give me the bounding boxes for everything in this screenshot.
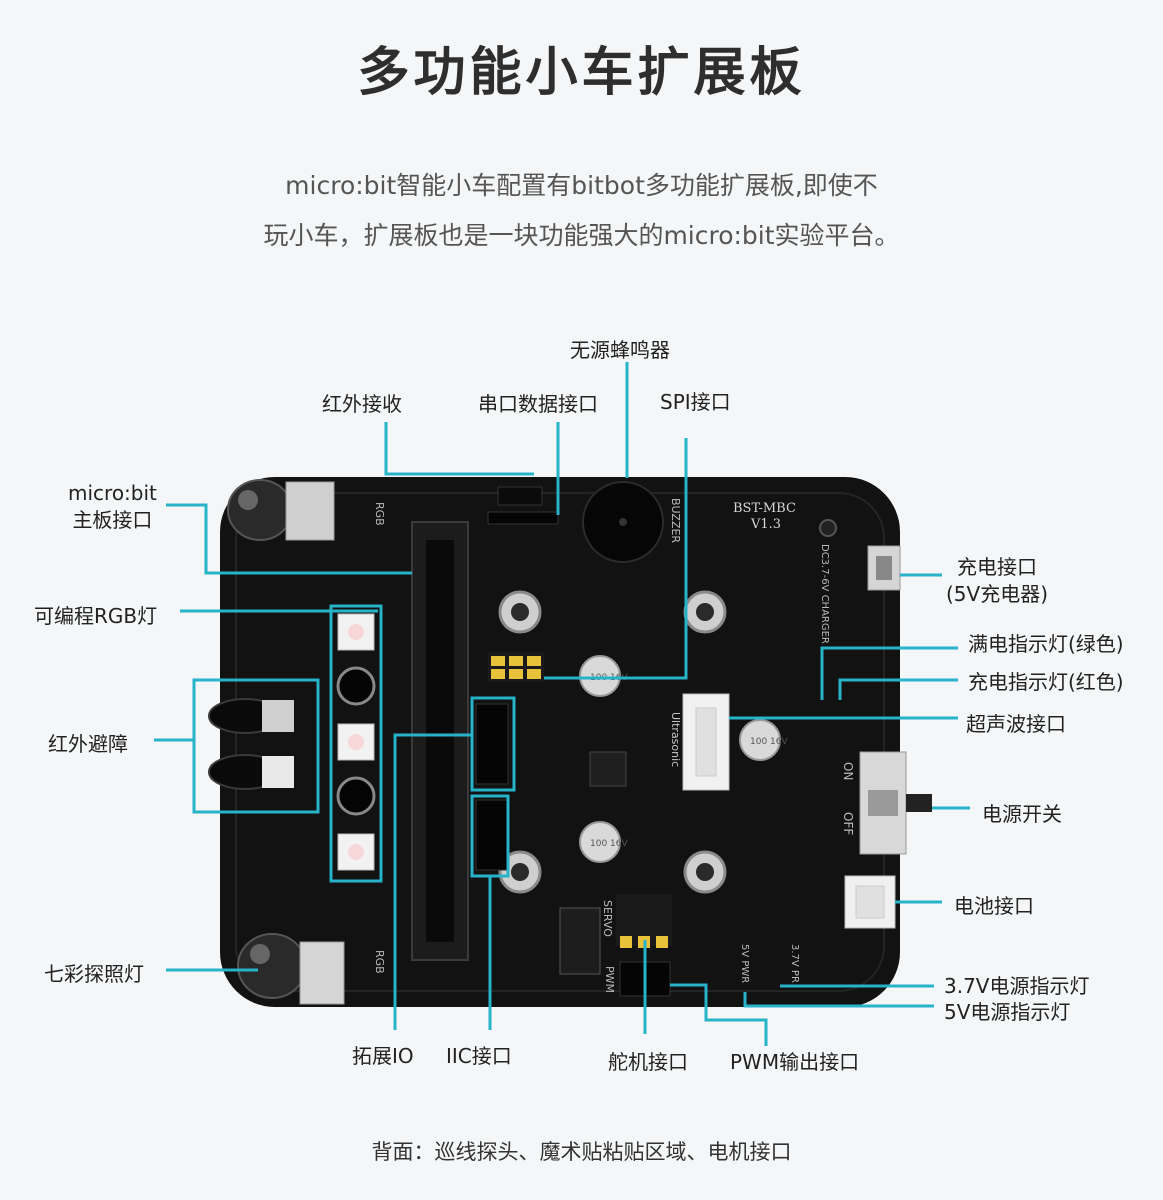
- leader-pwm: [670, 983, 768, 1046]
- label-pwm: PWM输出接口: [730, 1050, 860, 1074]
- silk-pwm: PWM: [603, 966, 616, 993]
- expand-io-highlight-box: [470, 696, 516, 792]
- leader-lines: [154, 362, 970, 1046]
- silk-5v-pwr: 5V PWR: [739, 944, 750, 983]
- label-serial-port: 串口数据接口: [478, 392, 598, 416]
- label-microbit-line2: 主板接口: [72, 508, 153, 532]
- silk-37v-pr: 3.7V PR: [789, 944, 800, 983]
- label-37v-led: 3.7V电源指示灯: [944, 974, 1090, 998]
- label-microbit-line1: micro:bit: [68, 481, 157, 505]
- silk-servo: SERVO: [601, 900, 614, 937]
- silk-off: OFF: [841, 812, 855, 835]
- footer-note: 背面：巡线探头、魔术贴粘贴区域、电机接口: [371, 1140, 792, 1164]
- rgb-headlight-bottom: RGB: [237, 933, 386, 1005]
- serial-header: [487, 486, 559, 525]
- label-servo: 舵机接口: [608, 1050, 688, 1074]
- label-charge-port: 充电接口 (5V充电器): [946, 554, 1048, 608]
- battery-connector: [844, 875, 896, 929]
- label-power-switch: 电源开关: [982, 802, 1062, 826]
- leader-5v-led: [743, 992, 934, 1008]
- pwm-header: PWM: [603, 961, 671, 997]
- label-full-led: 满电指示灯(绿色): [968, 632, 1124, 656]
- rgb-led-column: [336, 613, 376, 871]
- spi-header: [488, 652, 544, 682]
- silk-ultrasonic: Ultrasonic: [669, 712, 682, 767]
- servo-header: SERVO: [601, 894, 672, 948]
- capacitors: 100 16V 100 16V 100 16V: [579, 655, 788, 863]
- label-expand-io: 拓展IO: [352, 1044, 414, 1068]
- intro-line-1: micro:bit智能小车配置有bitbot多功能扩展板,即使不: [285, 171, 878, 200]
- label-battery: 电池接口: [954, 894, 1034, 918]
- leader-expand-io: [393, 733, 472, 1030]
- silk-model: BST-MBC: [733, 501, 796, 516]
- label-headlight: 七彩探照灯: [44, 962, 144, 986]
- silk-buzzer: BUZZER: [669, 498, 682, 543]
- leader-spi: [544, 438, 688, 680]
- label-iic: IIC接口: [446, 1044, 512, 1068]
- label-ir-receiver: 红外接收: [322, 392, 402, 416]
- silk-charger: DC3.7-6V CHARGER: [819, 544, 830, 644]
- label-charge-port-line1: 充电接口: [957, 555, 1037, 579]
- pcb-board: [220, 477, 900, 1007]
- label-ir-avoid: 红外避障: [48, 732, 128, 756]
- mounting-holes: [498, 519, 837, 894]
- leader-ir-receiver: [384, 422, 534, 476]
- buzzer-component: BUZZER: [582, 481, 682, 563]
- ic-chip: [559, 907, 601, 975]
- leader-microbit: [166, 503, 412, 575]
- ir-obstacle-sensors: [208, 698, 294, 790]
- silk-capacitor-2: 100 16V: [590, 839, 628, 849]
- intro-line-2: 玩小车，扩展板也是一块功能强大的micro:bit实验平台。: [263, 221, 900, 250]
- label-microbit-slot: micro:bit 主板接口: [68, 480, 157, 534]
- leader-charge-led: [838, 678, 958, 700]
- label-charge-led: 充电指示灯(红色): [968, 670, 1124, 694]
- label-spi: SPI接口: [660, 390, 731, 414]
- power-switch: ON OFF: [841, 751, 932, 855]
- silk-capacitor-3: 100 16V: [750, 737, 788, 747]
- ir-avoid-highlight-box: [192, 678, 320, 814]
- rgb-headlight-top: RGB: [227, 479, 386, 541]
- page-title: 多功能小车扩展板: [357, 43, 806, 103]
- iic-header: [475, 799, 509, 871]
- inductor: [589, 751, 627, 787]
- leader-full-led: [820, 646, 958, 700]
- ultrasonic-connector: Ultrasonic: [669, 693, 730, 791]
- label-ultrasonic: 超声波接口: [966, 712, 1066, 736]
- silk-on: ON: [841, 762, 855, 780]
- silk-rgb-top: RGB: [373, 502, 386, 526]
- label-5v-led: 5V电源指示灯: [944, 1000, 1071, 1024]
- label-rgb-programmable: 可编程RGB灯: [34, 604, 158, 628]
- expand-io-header: [475, 703, 509, 785]
- microbit-slot: [411, 521, 469, 961]
- silk-version: V1.3: [750, 517, 781, 532]
- charging-port: [867, 545, 901, 591]
- silk-rgb-bottom: RGB: [373, 950, 386, 974]
- rgb-highlight-box: [329, 604, 383, 883]
- label-charge-port-line2: (5V充电器): [946, 582, 1049, 606]
- label-buzzer: 无源蜂鸣器: [570, 338, 670, 362]
